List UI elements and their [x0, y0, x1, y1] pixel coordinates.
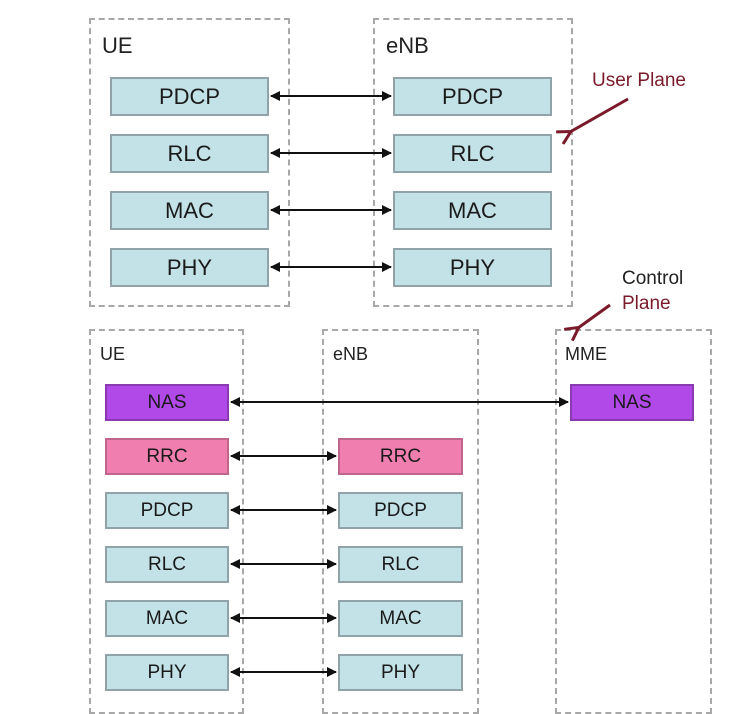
up-enb-container: [373, 18, 573, 307]
cp-mme-nas: NAS: [570, 384, 694, 421]
up-enb-pdcp: PDCP: [393, 77, 552, 116]
up-ue-label: UE: [102, 33, 133, 58]
user-plane-annotation: User Plane: [592, 70, 686, 91]
cp-ue-pdcp: PDCP: [105, 492, 229, 529]
user-plane-pointer-arrow: [570, 97, 629, 132]
control-annotation-line2: Plane: [622, 293, 671, 314]
cp-ue-rrc: RRC: [105, 438, 229, 475]
cp-enb-rrc: RRC: [338, 438, 463, 475]
cp-ue-nas: NAS: [105, 384, 229, 421]
up-enb-rlc: RLC: [393, 134, 552, 173]
up-enb-phy: PHY: [393, 248, 552, 287]
up-enb-mac: MAC: [393, 191, 552, 230]
cp-enb-phy: PHY: [338, 654, 463, 691]
control-plane-pointer-arrow: [578, 303, 611, 328]
up-ue-pdcp: PDCP: [110, 77, 269, 116]
cp-enb-mac: MAC: [338, 600, 463, 637]
up-ue-rlc: RLC: [110, 134, 269, 173]
up-enb-label: eNB: [386, 33, 429, 58]
cp-enb-rlc: RLC: [338, 546, 463, 583]
cp-enb-pdcp: PDCP: [338, 492, 463, 529]
cp-mme-label: MME: [565, 344, 607, 364]
up-ue-mac: MAC: [110, 191, 269, 230]
cp-ue-label: UE: [100, 344, 126, 364]
cp-enb-label: eNB: [333, 344, 369, 364]
up-ue-container: [89, 18, 290, 307]
cp-ue-mac: MAC: [105, 600, 229, 637]
up-ue-phy: PHY: [110, 248, 269, 287]
cp-ue-rlc: RLC: [105, 546, 229, 583]
cp-ue-phy: PHY: [105, 654, 229, 691]
control-annotation-line1: Control: [622, 268, 684, 289]
